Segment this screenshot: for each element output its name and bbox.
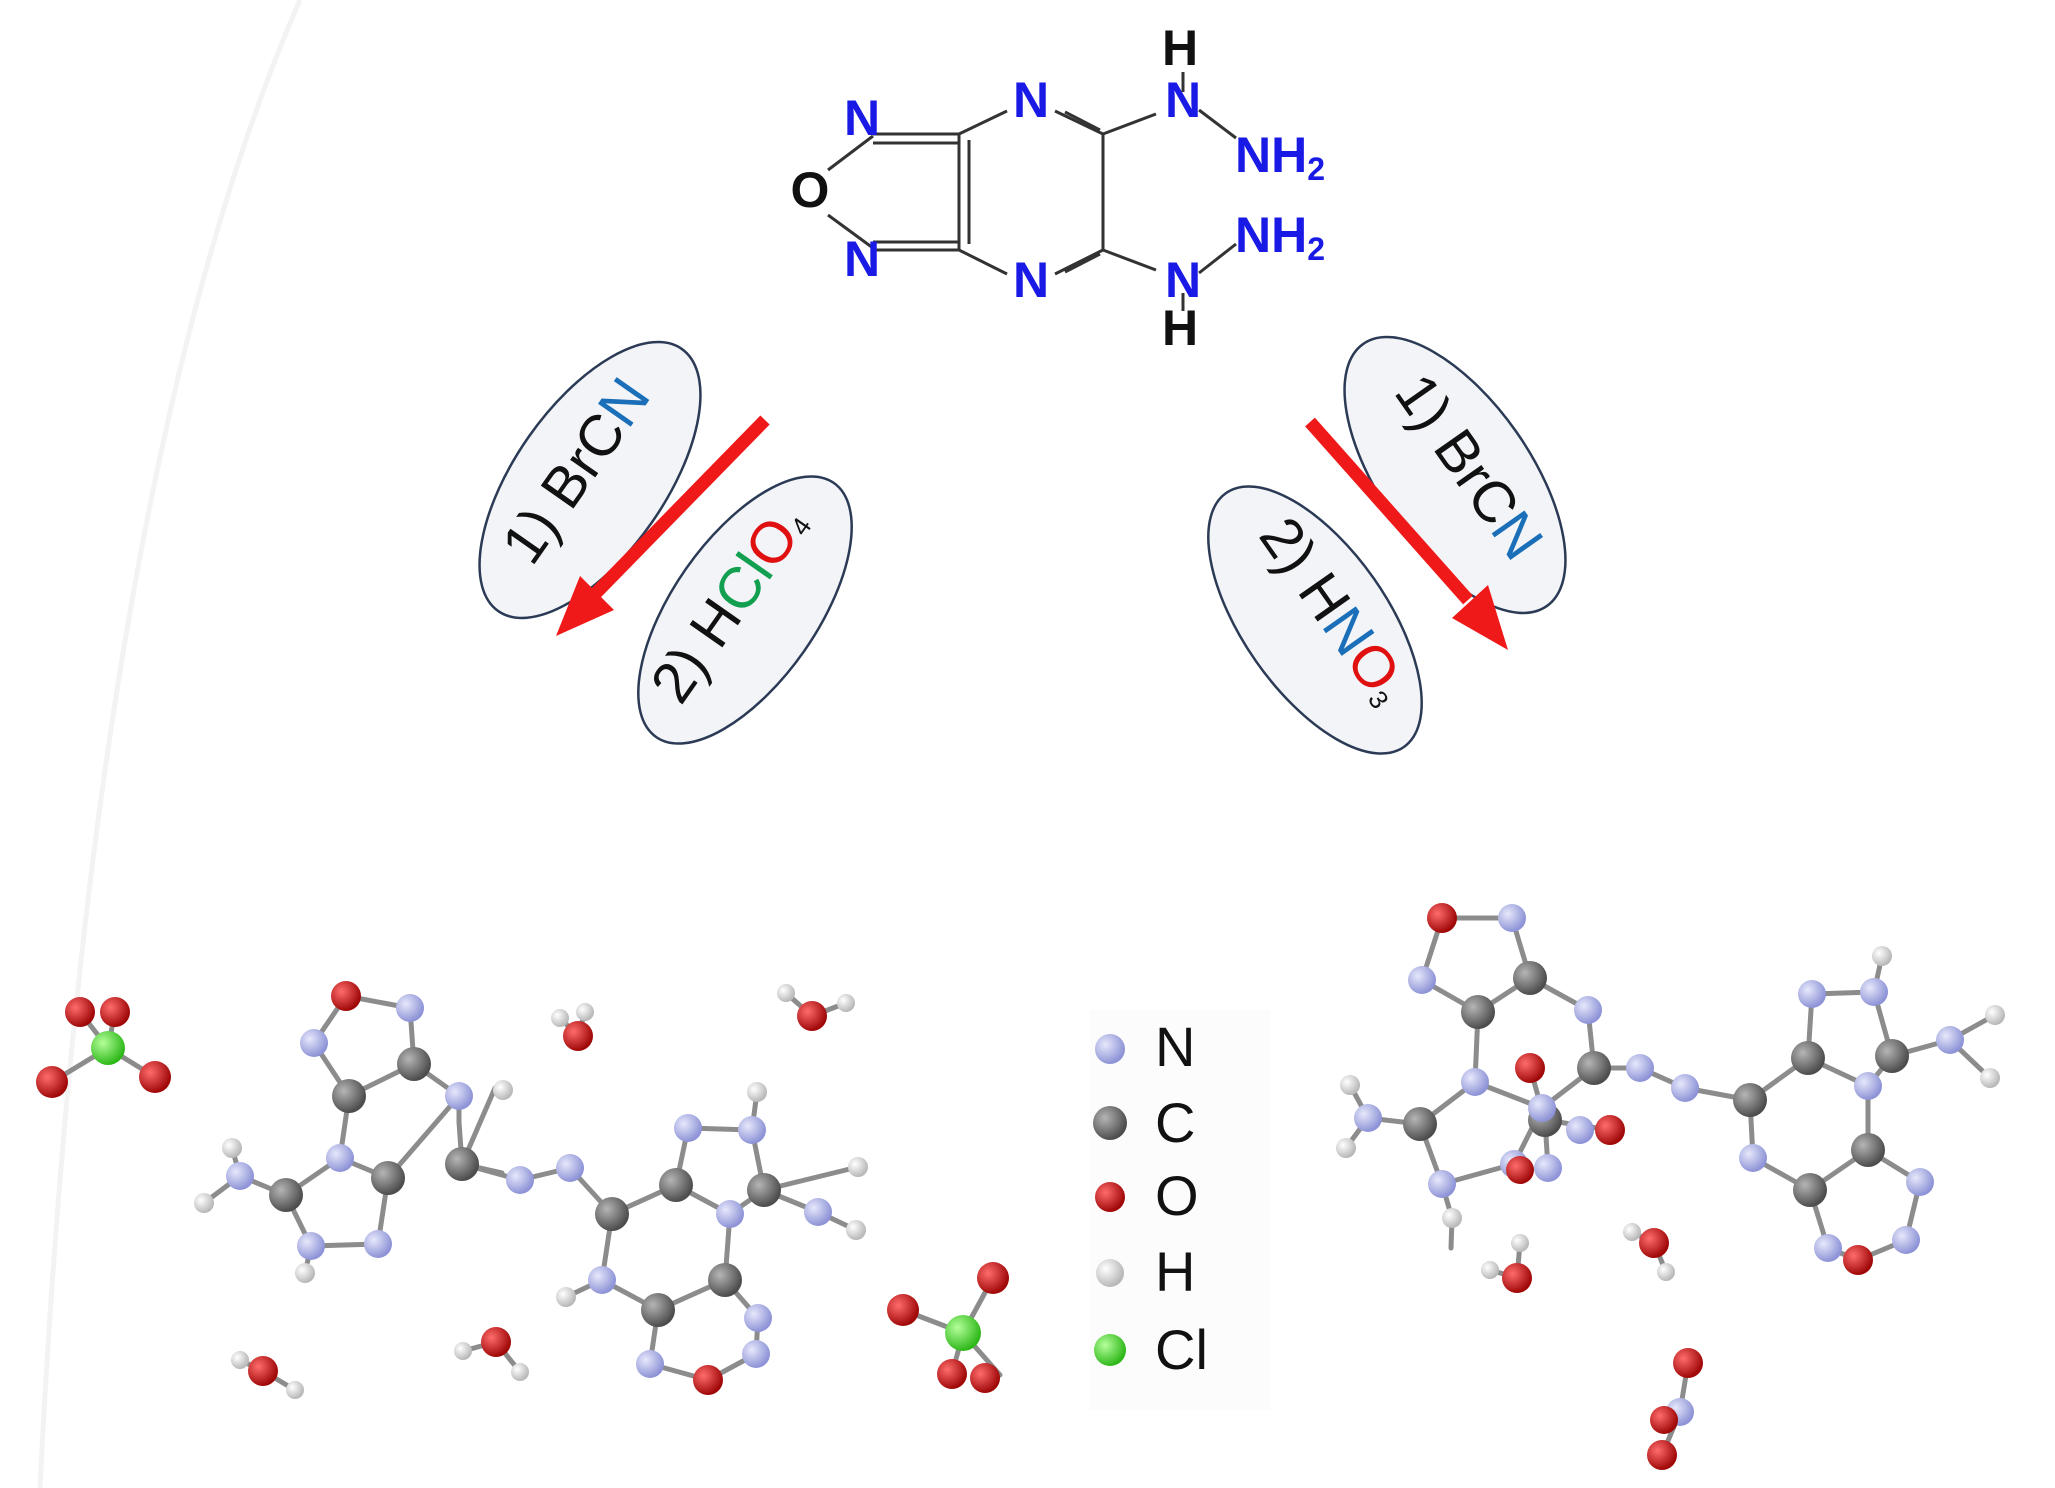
background-arc	[37, 0, 303, 1488]
ring-n-top-label: N	[844, 90, 880, 146]
right-atoms	[1336, 903, 2005, 1470]
ring-n-bottom-label: N	[844, 231, 880, 287]
legend-label-c: C	[1155, 1091, 1195, 1154]
left-step1-ellipse	[478, 340, 702, 620]
legend-swatch-o	[1095, 1182, 1125, 1212]
nitrate-salt-structure	[1336, 903, 2005, 1470]
legend-item-o: O	[1095, 1164, 1199, 1227]
left-arrow	[556, 415, 770, 636]
hydrazine-h-bottom-label: H	[1162, 300, 1198, 356]
right-arrow	[1305, 417, 1508, 650]
nh2-bottom-label: NH2	[1235, 207, 1325, 267]
atom-legend: N C O H Cl	[1090, 1010, 1270, 1410]
legend-item-cl: Cl	[1094, 1318, 1208, 1381]
left-step2-ellipse	[637, 475, 853, 745]
legend-swatch-h	[1096, 1259, 1124, 1287]
hydrazine-n-top-label: N	[1165, 72, 1201, 128]
legend-swatch-c	[1093, 1106, 1127, 1140]
left-atoms	[36, 981, 1009, 1399]
pyrazine-n-bottom-label: N	[1013, 252, 1049, 308]
precursor-bonds	[827, 72, 1237, 311]
nh2-top-label: NH2	[1235, 127, 1325, 187]
pyrazine-n-top-label: N	[1013, 72, 1049, 128]
legend-item-h: H	[1096, 1240, 1195, 1303]
ring-o-label: O	[791, 162, 830, 218]
perchlorate-salt-structure	[36, 981, 1009, 1399]
right-step2-ellipse	[1207, 485, 1423, 755]
precursor-structure: N O N N N H N N H NH2 NH2	[791, 20, 1325, 356]
legend-label-o: O	[1155, 1164, 1199, 1227]
legend-item-n: N	[1095, 1015, 1195, 1078]
hydrazine-n-bottom-label: N	[1165, 252, 1201, 308]
right-route: 1) BrCN 2) HNO3	[1207, 335, 1567, 755]
legend-label-cl: Cl	[1155, 1318, 1208, 1381]
legend-item-c: C	[1093, 1091, 1195, 1154]
legend-swatch-n	[1095, 1034, 1125, 1064]
hydrazine-h-top-label: H	[1162, 20, 1198, 76]
right-step2-label: 2) HNO3	[1247, 506, 1421, 716]
legend-swatch-cl	[1094, 1334, 1126, 1366]
left-route: 1) BrCN 2) HClO4	[478, 340, 853, 745]
legend-label-n: N	[1155, 1015, 1195, 1078]
legend-label-h: H	[1155, 1240, 1195, 1303]
